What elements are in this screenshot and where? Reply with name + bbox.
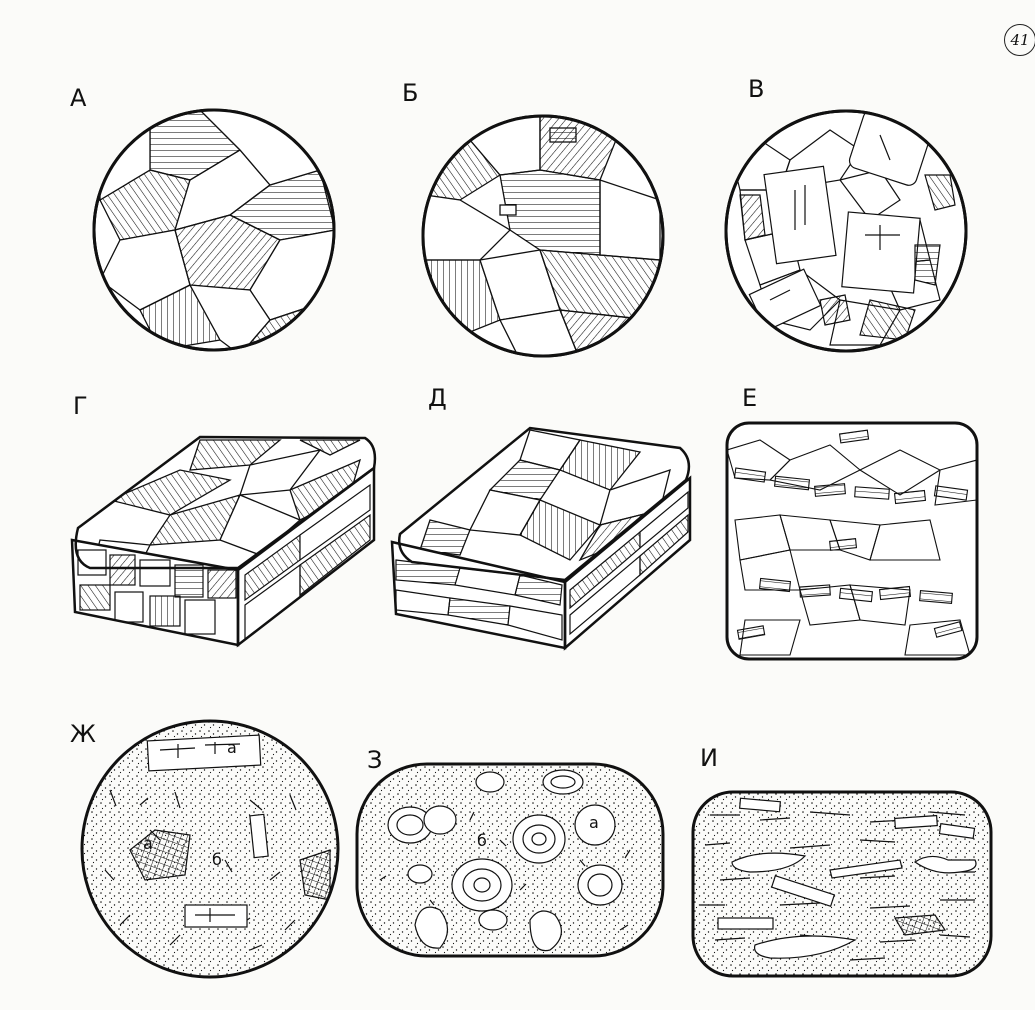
figure-a-label: А — [70, 86, 86, 110]
figure-e-label: Е — [742, 386, 757, 410]
figure-d-label: Д — [428, 386, 447, 410]
figure-z-label: З — [367, 748, 382, 772]
annotation-z-a: а — [589, 815, 599, 831]
figure-zh-label: Ж — [70, 722, 96, 746]
annotation-zh-b: б — [212, 852, 222, 868]
figure-v — [726, 109, 966, 351]
figure-b-label: Б — [402, 81, 418, 105]
figure-e — [727, 423, 977, 659]
annotation-zh-a2: а — [143, 836, 153, 852]
annotation-zh-a1: а — [227, 740, 237, 756]
figure-z — [357, 764, 663, 956]
figure-a — [94, 110, 335, 355]
figure-d — [392, 428, 690, 648]
figure-g — [72, 437, 375, 645]
figure-g-label: Г — [73, 394, 88, 418]
annotation-z-b: б — [477, 833, 487, 849]
figure-zh — [82, 721, 338, 977]
figure-i-label: И — [700, 746, 718, 770]
page-number: 41 — [1004, 24, 1035, 56]
figure-b — [420, 110, 663, 360]
figure-v-label: В — [748, 77, 764, 101]
figure-i — [693, 792, 991, 976]
